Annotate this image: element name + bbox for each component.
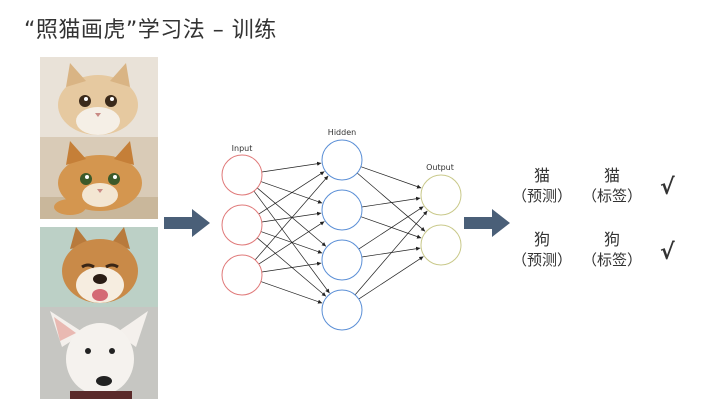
cat-photo-2 (40, 137, 158, 219)
page-title: “照猫画虎”学习法 – 训练 (24, 18, 277, 43)
check-mark-1: √ (660, 175, 675, 200)
output-node-1 (420, 174, 462, 216)
network-edge (358, 206, 424, 250)
check-mark-2: √ (660, 240, 675, 265)
prediction-note: （预测） (512, 251, 573, 269)
network-edge (360, 216, 422, 239)
network-edge (254, 175, 329, 261)
result-row-2-prediction: 狗 （预测） (512, 230, 572, 270)
network-edge (358, 256, 424, 300)
label-note: （标签） (582, 251, 643, 269)
result-row-1-label: 猫 （标签） (582, 166, 642, 206)
input-node-1 (221, 154, 263, 196)
output-node-2 (420, 224, 462, 266)
prediction-text: 狗 (533, 230, 550, 249)
input-node-2 (221, 204, 263, 246)
network-edge (354, 210, 428, 296)
result-row-1-prediction: 猫 （预测） (512, 166, 572, 206)
dog-photo-2 (40, 307, 158, 399)
prediction-note: （预测） (512, 187, 573, 205)
prediction-text: 猫 (533, 166, 550, 185)
input-node-3 (221, 254, 263, 296)
network-edge (258, 171, 325, 215)
hidden-node-4 (321, 289, 363, 331)
output-arrow (464, 209, 510, 237)
network-edge (260, 181, 323, 204)
result-row-2-label: 狗 （标签） (582, 230, 642, 270)
hidden-layer-label: Hidden (328, 128, 356, 137)
hidden-node-3 (321, 239, 363, 281)
hidden-node-2 (321, 189, 363, 231)
label-note: （标签） (582, 187, 643, 205)
input-arrow (164, 209, 210, 237)
network-edge (257, 237, 327, 297)
network-edge (258, 221, 325, 265)
label-text: 猫 (603, 166, 620, 185)
arrow-shape (164, 209, 210, 237)
network-nodes (221, 139, 462, 331)
dog-photo-1 (40, 227, 158, 307)
arrow-shape (464, 209, 510, 237)
network-edge (261, 161, 322, 173)
network-edge (360, 166, 422, 189)
cat-photo-1 (40, 57, 158, 137)
network-edge (257, 187, 327, 247)
label-text: 狗 (603, 230, 620, 249)
network-edge (261, 261, 322, 273)
network-edge (356, 172, 426, 232)
output-layer-label: Output (426, 163, 454, 172)
network-edges (253, 161, 428, 304)
hidden-node-1 (321, 139, 363, 181)
network-edge (361, 196, 421, 208)
network-edge (260, 281, 323, 304)
network-edge (260, 231, 323, 254)
input-layer-label: Input (232, 144, 253, 153)
